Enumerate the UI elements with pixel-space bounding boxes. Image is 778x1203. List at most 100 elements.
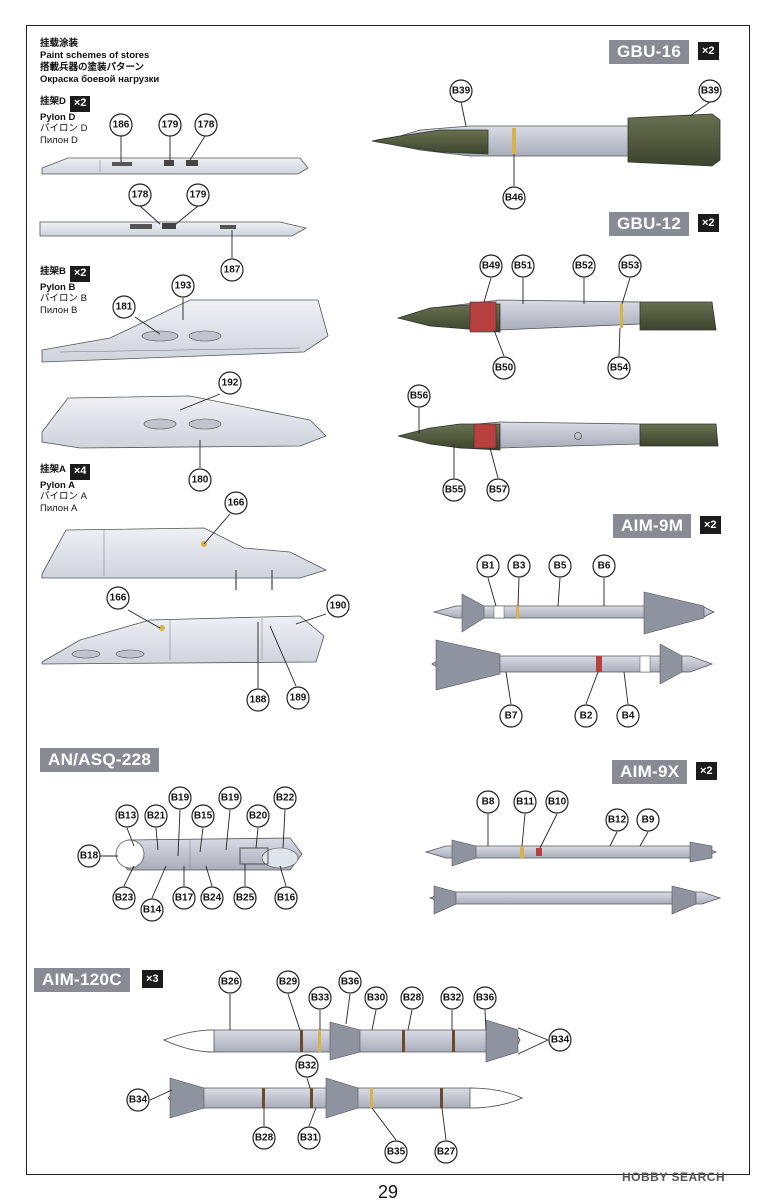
callout-179: 179 xyxy=(158,113,182,137)
callout-b18: B18 xyxy=(77,844,101,868)
callout-text: B52 xyxy=(575,261,594,272)
callout-text: B57 xyxy=(489,485,508,496)
callout-b56: B56 xyxy=(407,384,431,408)
callout-text: B23 xyxy=(115,893,134,904)
gbu12-bomb-a xyxy=(396,299,717,333)
pylon-b-ru: Пилон B xyxy=(40,304,78,316)
callout-b39: B39 xyxy=(698,79,722,103)
callout-b6: B6 xyxy=(592,554,616,578)
gbu16-qty: ×2 xyxy=(698,42,719,60)
callout-text: 179 xyxy=(162,120,179,131)
callout-b2: B2 xyxy=(574,704,598,728)
callout-text: 178 xyxy=(132,190,149,201)
watermark: HOBBY SEARCH xyxy=(622,1170,726,1184)
callout-text: 166 xyxy=(228,498,245,509)
pylon-b-ja: パイロン B xyxy=(40,293,87,304)
callout-b33: B33 xyxy=(308,986,332,1010)
aim9x-title: AIM-9X xyxy=(612,760,688,784)
callout-192: 192 xyxy=(218,371,242,395)
callout-leaders xyxy=(100,101,711,1141)
callout-text: B13 xyxy=(118,811,137,822)
callout-text: B30 xyxy=(367,993,386,1004)
callout-text: 181 xyxy=(116,302,133,313)
pylon-d-zh: 挂架D xyxy=(40,96,66,107)
callout-text: B4 xyxy=(622,711,635,722)
callout-b28: B28 xyxy=(252,1126,276,1150)
legend-ru: Окраска боевой нагрузки xyxy=(40,74,160,85)
aim9x-qty: ×2 xyxy=(696,762,717,780)
callout-text: B53 xyxy=(621,261,640,272)
pylon-a-side-b xyxy=(41,615,325,665)
callout-166: 166 xyxy=(106,586,130,610)
pylon-b-zh: 挂架B xyxy=(40,266,66,277)
callout-text: B16 xyxy=(277,893,296,904)
callout-178: 178 xyxy=(194,113,218,137)
aim120c-missile-b xyxy=(167,1077,523,1119)
callout-text: B3 xyxy=(513,561,526,572)
callouts-asq228: B19 B19 B22 B13 B21 B15 B20 B18 B23 B14 … xyxy=(77,786,298,922)
callout-text: B21 xyxy=(147,811,166,822)
callout-b25: B25 xyxy=(233,886,257,910)
callout-text: B32 xyxy=(443,993,462,1004)
callout-text: B19 xyxy=(171,793,190,804)
callout-b49: B49 xyxy=(479,254,503,278)
callout-text: B5 xyxy=(554,561,567,572)
callout-text: 186 xyxy=(113,120,130,131)
callout-text: 188 xyxy=(250,695,267,706)
page-number: 29 xyxy=(378,1182,399,1202)
callout-b13: B13 xyxy=(115,804,139,828)
callout-b10: B10 xyxy=(545,790,569,814)
callout-190: 190 xyxy=(326,594,350,618)
callout-b31: B31 xyxy=(297,1126,321,1150)
callout-b32: B32 xyxy=(440,986,464,1010)
legend-ja: 搭載兵器の塗装パターン xyxy=(40,62,145,73)
aim9m-missile-b xyxy=(431,639,714,691)
callout-text: B28 xyxy=(255,1133,274,1144)
callout-186: 186 xyxy=(109,113,133,137)
gbu16-title: GBU-16 xyxy=(609,40,690,64)
callout-text: B10 xyxy=(548,797,567,808)
callout-b27: B27 xyxy=(434,1140,458,1164)
callout-text: B55 xyxy=(445,485,464,496)
callout-b52: B52 xyxy=(572,254,596,278)
callout-b22: B22 xyxy=(273,786,297,810)
asq228-pod xyxy=(115,837,303,871)
pylon-d-ru: Пилон D xyxy=(40,134,78,146)
callout-text: B56 xyxy=(410,391,429,402)
callout-b8: B8 xyxy=(476,790,500,814)
callout-b54: B54 xyxy=(607,356,631,380)
callout-b35: B35 xyxy=(384,1140,408,1164)
gbu12-qty: ×2 xyxy=(698,214,719,232)
aim9m-title: AIM-9M xyxy=(613,514,692,538)
callout-text: B9 xyxy=(642,815,655,826)
callout-text: B33 xyxy=(311,993,330,1004)
pylon-a-label: 挂架A×4 Pylon A パイロン A Пилон A xyxy=(40,464,91,514)
callout-b32: B32 xyxy=(295,1054,319,1078)
pylon-b-qty: ×2 xyxy=(69,266,91,282)
callouts-gbu16: B39 B39 B46 xyxy=(449,79,722,210)
callout-b19: B19 xyxy=(168,786,192,810)
callout-text: B18 xyxy=(80,851,99,862)
callout-text: B11 xyxy=(516,797,534,808)
callouts-gbu12: B49 B51 B52 B53 B50 B54 B56 B55 B57 xyxy=(407,254,642,502)
callout-text: 166 xyxy=(110,593,127,604)
callout-text: B36 xyxy=(476,993,495,1004)
callout-text: B32 xyxy=(298,1061,317,1072)
pylon-d-ja: パイロン D xyxy=(40,123,88,134)
callout-166: 166 xyxy=(224,491,248,515)
callout-b34: B34 xyxy=(126,1088,150,1112)
callout-text: 180 xyxy=(192,475,209,486)
pylon-a-side-a xyxy=(41,527,328,590)
callout-text: B6 xyxy=(598,561,611,572)
aim9x-missile-b xyxy=(428,885,722,915)
callout-text: B17 xyxy=(175,893,194,904)
gbu12-title: GBU-12 xyxy=(609,212,690,236)
callout-text: B12 xyxy=(608,815,627,826)
callout-b28: B28 xyxy=(400,986,424,1010)
callout-text: B49 xyxy=(482,261,501,272)
callout-b9: B9 xyxy=(636,808,660,832)
aim120c-missile-a xyxy=(162,1019,521,1063)
callout-text: 179 xyxy=(190,190,207,201)
callout-b1: B1 xyxy=(476,554,500,578)
callout-text: B28 xyxy=(403,993,422,1004)
